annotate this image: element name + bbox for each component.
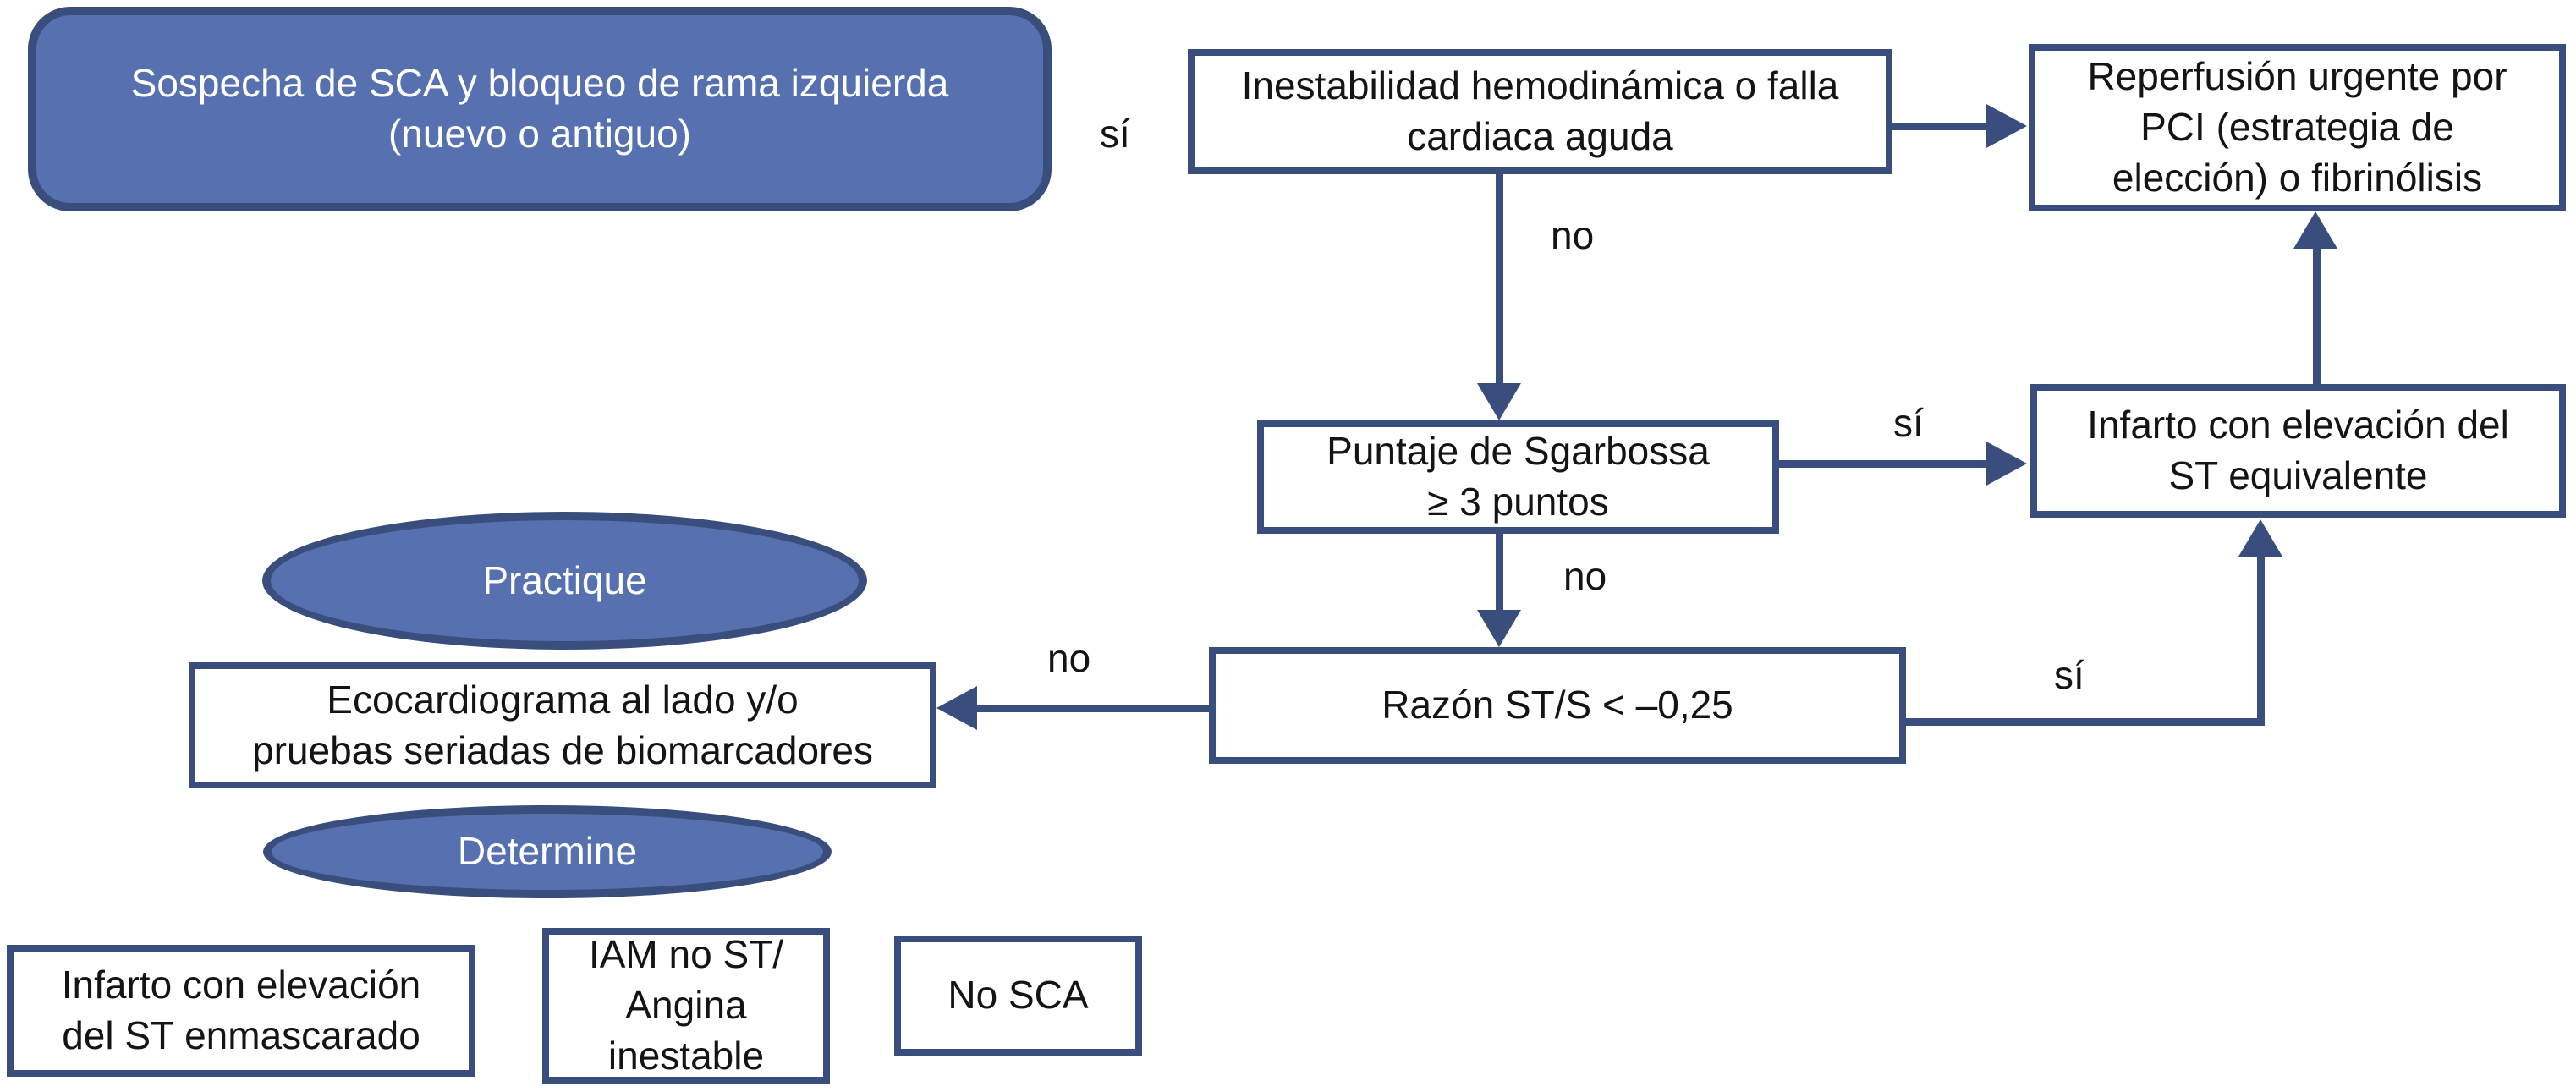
connector-inestabilidad-sgarbossa-head <box>1477 383 1521 420</box>
edge-label-no-inestabilidad: no <box>1551 213 1595 257</box>
connector-sgarbossa-razon-line <box>1496 534 1503 612</box>
node-determine: Determine <box>263 805 832 898</box>
edge-label-no-sgarbossa: no <box>1563 554 1607 598</box>
node-infarto-enmascarado: Infarto con elevación del ST enmascarado <box>7 945 475 1077</box>
edge-label-no-razon: no <box>1047 636 1091 680</box>
arrow-inestabilidad-reperfusion-head <box>1986 104 2027 148</box>
node-ecocardiograma: Ecocardiograma al lado y/o pruebas seria… <box>189 662 936 788</box>
edge-label-si-sgarbossa: sí <box>1893 401 1924 445</box>
edge-label-si-start: sí <box>1100 112 1130 156</box>
edge-label-si-razon: sí <box>2054 653 2084 697</box>
arrow-razon-ecocardiograma-line <box>973 705 1209 712</box>
node-no-sca: No SCA <box>894 936 1142 1056</box>
node-practique: Practique <box>262 512 867 650</box>
connector-inestabilidad-sgarbossa-line <box>1496 174 1503 386</box>
node-sgarbossa: Puntaje de Sgarbossa ≥ 3 puntos <box>1257 420 1779 534</box>
connector-infarto-reperfusion-head <box>2293 211 2337 249</box>
node-inestabilidad: Inestabilidad hemodinámica o falla cardi… <box>1188 49 1892 174</box>
node-start: Sospecha de SCA y bloqueo de rama izquie… <box>28 7 1052 211</box>
arrow-sgarbossa-infarto-head <box>1986 442 2027 486</box>
connector-infarto-reperfusion-line <box>2313 247 2321 384</box>
node-reperfusion: Reperfusión urgente por PCI (estrategia … <box>2029 44 2566 211</box>
connector-razon-infarto-hline <box>1906 718 2265 726</box>
arrow-razon-ecocardiograma-head <box>936 686 977 730</box>
node-razon-st-s: Razón ST/S < –0,25 <box>1209 647 1906 764</box>
connector-razon-infarto-head <box>2238 519 2282 557</box>
arrow-sgarbossa-infarto-line <box>1779 460 1991 468</box>
connector-sgarbossa-razon-head <box>1477 610 1521 647</box>
node-infarto-st-equivalente: Infarto con elevación del ST equivalente <box>2030 384 2566 518</box>
node-iam-no-st: IAM no ST/ Angina inestable <box>542 928 830 1084</box>
arrow-inestabilidad-reperfusion-line <box>1892 123 1990 130</box>
connector-razon-infarto-vline <box>2257 555 2265 726</box>
